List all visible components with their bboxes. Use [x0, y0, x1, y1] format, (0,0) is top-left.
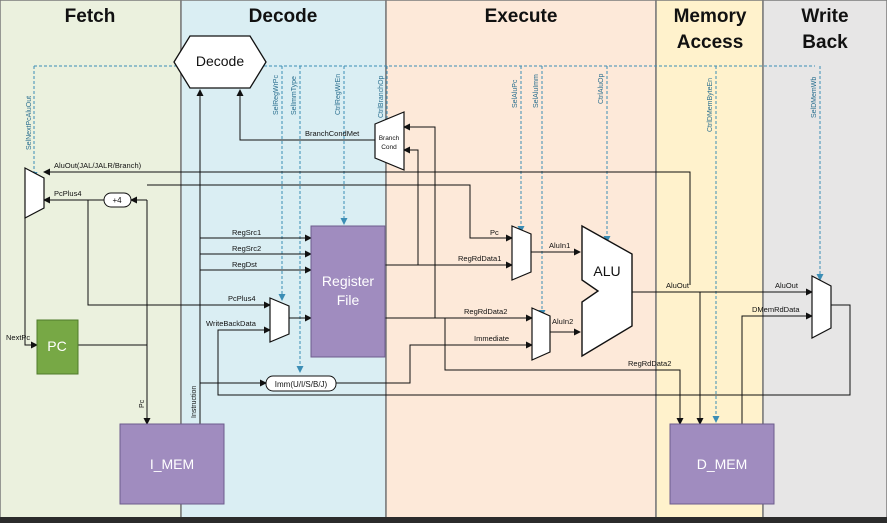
lbl-alu-out-jal: AluOut(JAL/JALR/Branch)	[54, 161, 142, 170]
ctl-sel-reg-wr-pc: SelRegWrPc	[273, 75, 280, 115]
lbl-reg-rd-data2: RegRdData2	[464, 307, 507, 316]
execute-title: Execute	[485, 6, 558, 27]
ctl-sel-next-pc: SelNextPcAluOut	[26, 96, 33, 150]
ctl-sel-alu-imm: SelAluImm	[533, 74, 540, 108]
register-file-block	[310, 225, 386, 358]
lbl-reg-src1: RegSrc1	[232, 228, 261, 237]
ctl-sel-alu-pc: SelAluPc	[512, 79, 519, 108]
ctl-sel-imm-type: SelImmType	[291, 76, 298, 115]
plus4-label: +4	[112, 196, 122, 205]
lbl-instruction: Instruction	[191, 386, 198, 418]
ctl-ctrl-branch-op: CtrlBranchOp	[378, 75, 385, 118]
branch-cond-unit	[374, 111, 405, 171]
branch-cond-label-line2: Cond	[381, 144, 397, 151]
lbl-reg-dst: RegDst	[232, 260, 258, 269]
register-file-label-line1: Register	[322, 273, 374, 289]
imm-generator	[265, 375, 337, 392]
lbl-reg-rd-data2-mem: RegRdData2	[628, 359, 671, 368]
decode-title: Decode	[249, 6, 318, 27]
writeback-mux	[811, 275, 832, 339]
decode-unit-label: Decode	[196, 53, 244, 69]
lbl-reg-rd-data1: RegRdData1	[458, 254, 501, 263]
branch-cond-label-line1: Branch	[379, 135, 400, 142]
writeback-data-mux	[269, 297, 290, 343]
ctl-ctrl-alu-op: CtrlAluOp	[598, 74, 605, 104]
alu-in2-mux	[531, 307, 551, 361]
lbl-pc-plus4: PcPlus4	[54, 189, 82, 198]
ctl-ctrl-dmem-byte-en: CtrlDMemByteEn	[707, 78, 714, 132]
plus4-adder	[103, 192, 132, 208]
bottom-bar	[0, 517, 887, 523]
lbl-pc-plus4-wb: PcPlus4	[228, 294, 256, 303]
lbl-alu-in2: AluIn2	[552, 317, 573, 326]
pc-label: PC	[47, 338, 66, 354]
memory-title-line2: Access	[677, 32, 744, 53]
lbl-branch-cond-met: BranchCondMet	[305, 129, 360, 138]
data-wires	[24, 89, 851, 425]
imem-label: I_MEM	[150, 456, 194, 472]
ctl-sel-dmem-wb: SelDMemWb	[811, 77, 818, 118]
imm-generator-label: Imm(U/I/S/B/J)	[275, 380, 328, 389]
lbl-write-back-data: WriteBackData	[206, 319, 257, 328]
lbl-alu-in1: AluIn1	[549, 241, 570, 250]
alu-label: ALU	[593, 263, 620, 279]
alu-in1-mux	[511, 225, 532, 281]
lbl-dmem-rd-data: DMemRdData	[752, 305, 800, 314]
alu-shape	[581, 224, 633, 358]
fetch-title: Fetch	[65, 6, 116, 27]
dmem-block	[669, 423, 775, 505]
ctl-ctrl-reg-wr-en: CtrlRegWrEn	[335, 74, 342, 115]
lbl-pc-alu: Pc	[490, 228, 499, 237]
pc-register	[36, 319, 79, 375]
lbl-alu-out: AluOut	[666, 281, 690, 290]
writeback-title-line2: Back	[802, 32, 848, 53]
lbl-pc: Pc	[139, 399, 146, 408]
lbl-alu-out-wb: AluOut	[775, 281, 799, 290]
lbl-next-pc: NextPc	[6, 333, 30, 342]
next-pc-mux	[24, 167, 45, 219]
decode-unit-shape	[173, 35, 267, 89]
control-wires	[30, 65, 824, 423]
register-file-label-line2: File	[337, 292, 360, 308]
dmem-label: D_MEM	[697, 456, 748, 472]
memory-title-line1: Memory	[674, 6, 747, 27]
writeback-stage-bg	[762, 0, 887, 524]
imem-block	[119, 423, 225, 505]
lbl-reg-src2: RegSrc2	[232, 244, 261, 253]
lbl-immediate: Immediate	[474, 334, 509, 343]
writeback-title-line1: Write	[801, 6, 848, 27]
